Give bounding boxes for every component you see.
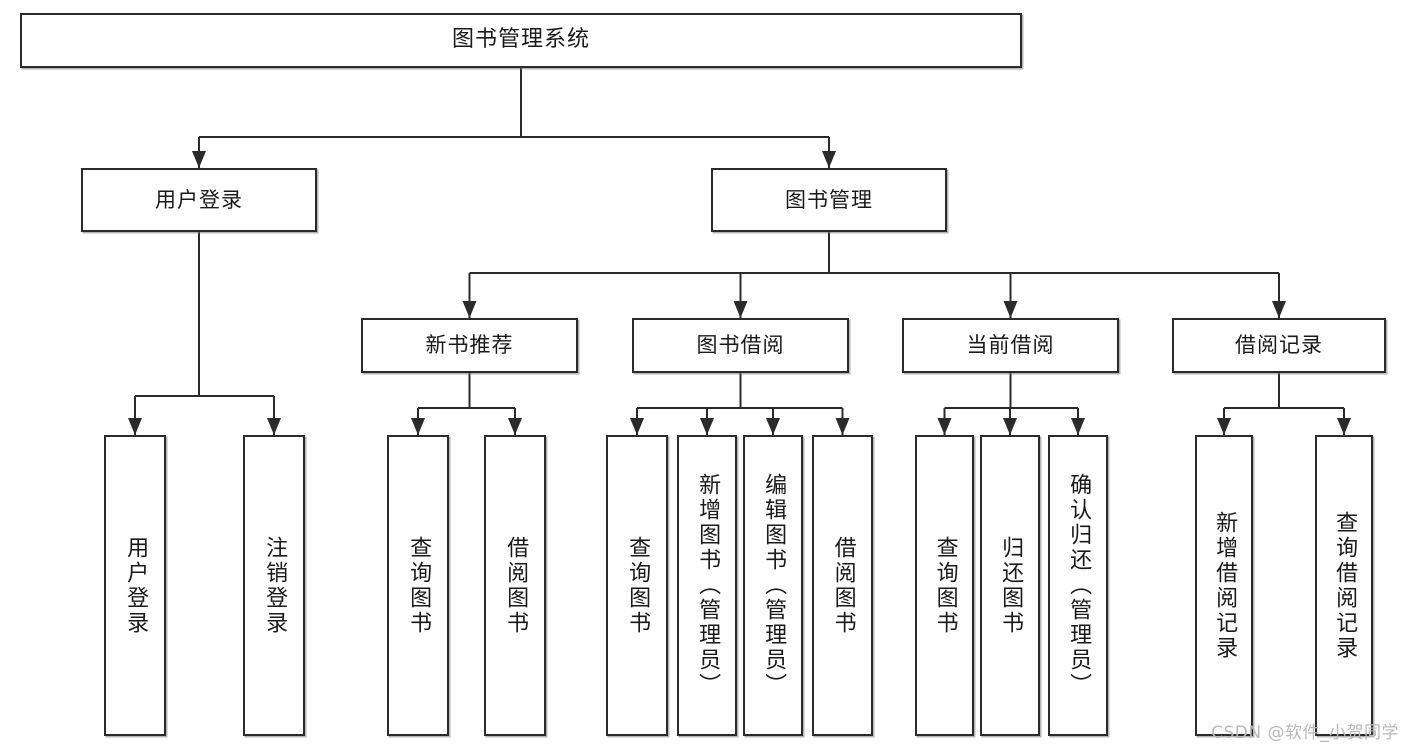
arrow-head-records — [1272, 301, 1286, 318]
node-label-l-login: 用户登录 — [123, 535, 149, 636]
node-label-root: 图书管理系统 — [451, 27, 590, 53]
node-label-b-add: 新增图书（管理员） — [695, 473, 721, 698]
node-box-r-query[interactable]: 查询借阅记录 — [1315, 435, 1373, 736]
node-box-r-add[interactable]: 新增借阅记录 — [1195, 435, 1253, 736]
node-label-borrow: 图书借阅 — [696, 333, 785, 358]
node-box-newbook[interactable]: 新书推荐 — [361, 318, 578, 373]
node-label-n-query: 查询图书 — [406, 535, 432, 636]
node-label-c-return: 归还图书 — [998, 535, 1024, 636]
arrow-head-r-add — [1217, 418, 1231, 435]
node-label-b-edit: 编辑图书（管理员） — [761, 473, 787, 698]
node-box-b-lend[interactable]: 借阅图书 — [812, 435, 873, 736]
node-box-b-add[interactable]: 新增图书（管理员） — [677, 435, 737, 736]
node-box-l-login[interactable]: 用户登录 — [104, 435, 166, 736]
arrow-head-borrow — [733, 301, 748, 318]
arrow-head-c-query — [937, 418, 952, 435]
node-label-n-borrow: 借阅图书 — [503, 535, 529, 636]
node-box-borrow[interactable]: 图书借阅 — [632, 318, 849, 373]
node-label-login: 用户登录 — [155, 187, 243, 212]
node-box-n-borrow[interactable]: 借阅图书 — [484, 435, 546, 736]
node-box-b-edit[interactable]: 编辑图书（管理员） — [743, 435, 803, 736]
node-label-c-query: 查询图书 — [932, 535, 958, 636]
node-box-l-logout[interactable]: 注销登录 — [243, 435, 305, 736]
arrow-head-l-logout — [267, 418, 281, 435]
node-label-r-query: 查询借阅记录 — [1332, 510, 1358, 661]
node-label-r-add: 新增借阅记录 — [1212, 510, 1238, 661]
node-box-n-query[interactable]: 查询图书 — [387, 435, 449, 736]
arrow-head-b-edit — [766, 418, 780, 435]
node-label-bookmgmt: 图书管理 — [785, 187, 873, 212]
node-label-b-query: 查询图书 — [625, 535, 651, 636]
node-box-login[interactable]: 用户登录 — [81, 168, 317, 232]
node-label-b-lend: 借阅图书 — [830, 535, 856, 636]
node-label-current: 当前借阅 — [966, 333, 1055, 358]
node-label-c-confirm: 确认归还（管理员） — [1066, 473, 1092, 698]
node-box-bookmgmt[interactable]: 图书管理 — [711, 168, 947, 232]
arrow-head-n-borrow — [508, 418, 522, 435]
node-box-c-confirm[interactable]: 确认归还（管理员） — [1048, 435, 1108, 736]
arrow-head-newbook — [462, 301, 477, 318]
arrow-head-login — [192, 151, 206, 168]
node-box-c-query[interactable]: 查询图书 — [915, 435, 974, 736]
arrow-head-r-query — [1337, 418, 1351, 435]
node-label-l-logout: 注销登录 — [262, 535, 288, 636]
arrow-head-l-login — [128, 418, 142, 435]
arrow-head-b-lend — [835, 418, 850, 435]
arrow-head-n-query — [411, 418, 425, 435]
node-label-newbook: 新书推荐 — [425, 333, 514, 358]
arrow-head-current — [1003, 301, 1018, 318]
watermark-label: CSDN @软件_小贺同学 — [1211, 723, 1399, 743]
arrow-head-c-return — [1003, 418, 1017, 435]
arrow-head-b-query — [630, 418, 644, 435]
node-box-root[interactable]: 图书管理系统 — [20, 13, 1022, 68]
node-label-records: 借阅记录 — [1235, 333, 1323, 358]
arrow-head-bookmgmt — [822, 151, 836, 168]
arrow-head-b-add — [700, 418, 714, 435]
arrow-head-c-confirm — [1071, 418, 1085, 435]
node-box-c-return[interactable]: 归还图书 — [980, 435, 1040, 736]
node-box-records[interactable]: 借阅记录 — [1172, 318, 1386, 373]
node-box-b-query[interactable]: 查询图书 — [606, 435, 668, 736]
node-box-current[interactable]: 当前借阅 — [902, 318, 1119, 373]
